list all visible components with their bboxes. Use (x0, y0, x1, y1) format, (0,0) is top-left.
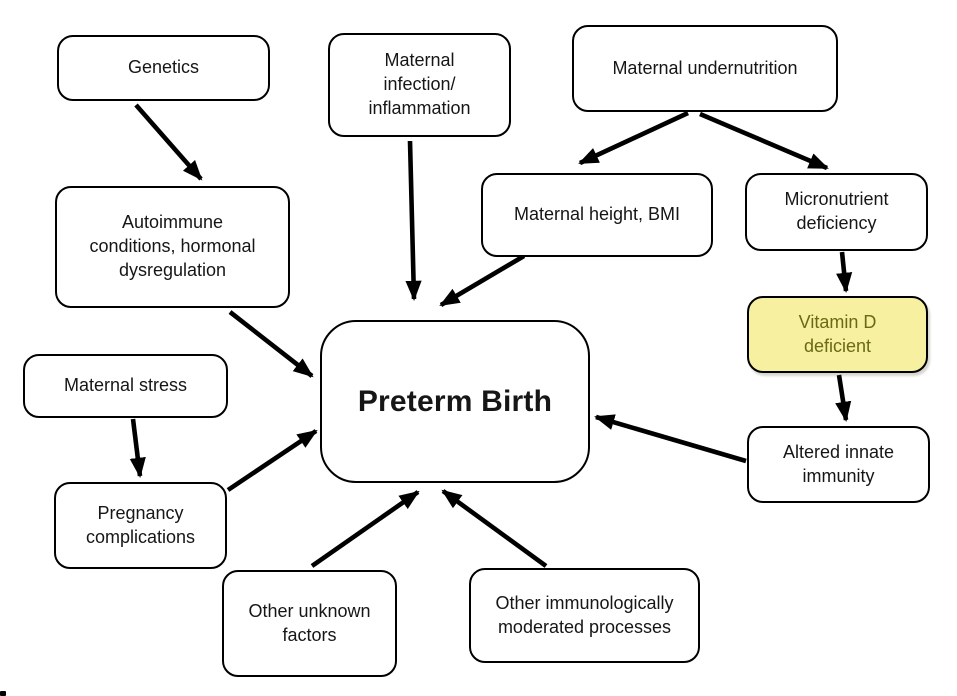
node-maternal-stress: Maternal stress (23, 354, 228, 418)
corner-artifact (0, 691, 6, 696)
arrow-maternal_stress-to-pregnancy_complications (129, 418, 146, 479)
node-vitamin-d-deficient: Vitamin D deficient (747, 296, 928, 373)
arrow-genetics-to-autoimmune (134, 103, 203, 181)
node-altered-innate-immunity: Altered innate immunity (747, 426, 930, 503)
node-pregnancy-complications: Pregnancy complications (54, 482, 227, 569)
node-other-immunologically-moderated: Other immunologically moderated processe… (469, 568, 700, 663)
node-other-unknown-factors: Other unknown factors (222, 570, 397, 677)
arrow-other_unknown-to-preterm_birth (310, 490, 420, 568)
node-genetics: Genetics (57, 35, 270, 101)
arrow-autoimmune-to-preterm_birth (228, 310, 314, 378)
arrow-vitamin_d-to-altered_innate (835, 374, 852, 422)
arrow-maternal_undernutrition-to-maternal_height_bmi (578, 110, 689, 166)
node-micronutrient-deficiency: Micronutrient deficiency (745, 173, 928, 251)
node-maternal-height-bmi: Maternal height, BMI (481, 173, 713, 257)
node-maternal-infection: Maternal infection/ inflammation (328, 33, 511, 137)
node-autoimmune-conditions: Autoimmune conditions, hormonal dysregul… (55, 186, 290, 308)
arrow-altered_innate-to-preterm_birth (594, 414, 747, 464)
node-maternal-undernutrition: Maternal undernutrition (572, 25, 838, 112)
arrow-maternal_height_bmi-to-preterm_birth (439, 254, 526, 307)
arrow-maternal_infection-to-preterm_birth (405, 140, 422, 302)
node-preterm-birth: Preterm Birth (320, 320, 590, 483)
arrow-micronutrient-to-vitamin_d (836, 251, 853, 294)
arrow-maternal_undernutrition-to-micronutrient (699, 111, 829, 171)
arrow-pregnancy_complications-to-preterm_birth (226, 429, 318, 492)
arrow-other_immuno-to-preterm_birth (441, 489, 548, 568)
